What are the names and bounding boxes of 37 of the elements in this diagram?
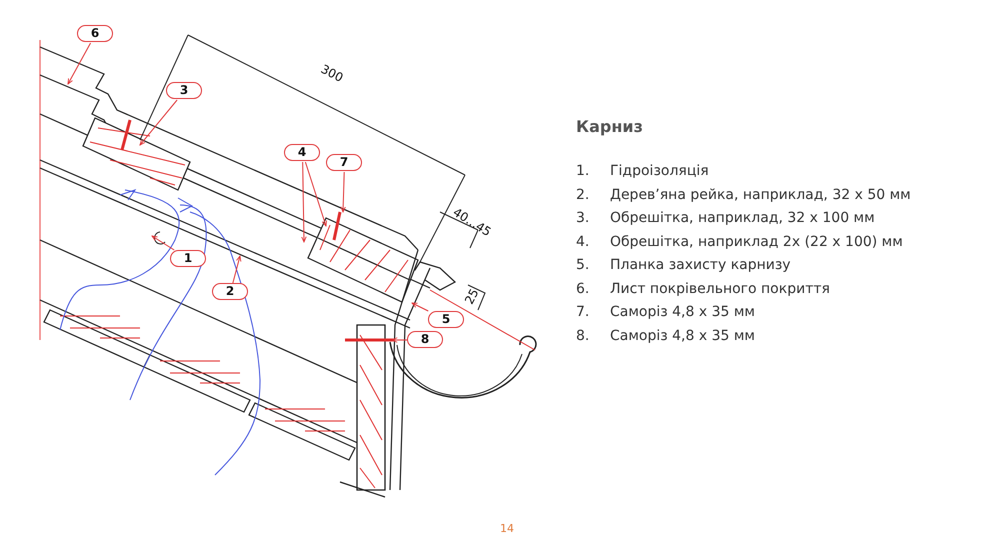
list-number: 1.	[576, 163, 590, 179]
list-item-text: Обрешітка, наприклад, 32 x 100 мм	[610, 210, 875, 226]
leader-line	[340, 172, 346, 212]
list-item-text: Обрешітка, наприклад 2x (22 x 100) мм	[610, 234, 903, 250]
list-item-text: Лист покрівельного покриття	[610, 280, 830, 296]
callout-number: 3	[166, 82, 202, 99]
leader-line	[392, 337, 408, 343]
dimension-label: 25	[462, 286, 482, 307]
list-item-text: Саморіз 4,8 x 35 мм	[610, 328, 755, 344]
list-number: 3.	[576, 210, 590, 226]
dimension-label: 300	[318, 62, 346, 85]
leader-line	[412, 302, 429, 312]
list-item-text: Дерев’яна рейка, наприклад, 32 x 50 мм	[610, 186, 911, 202]
leader-line	[152, 236, 175, 250]
list-number: 7.	[576, 304, 590, 320]
leader-line	[301, 162, 307, 242]
leader-line	[68, 42, 92, 84]
callout-number: 7	[326, 154, 362, 171]
callout-number: 4	[284, 144, 320, 161]
leader-line	[304, 162, 327, 226]
page-number: 14	[500, 522, 514, 535]
list-number: 4.	[576, 234, 590, 250]
list-number: 6.	[576, 280, 590, 296]
callout-number: 5	[428, 311, 464, 328]
callout-number: 6	[77, 25, 113, 42]
leader-line	[140, 100, 178, 146]
list-number: 8.	[576, 328, 590, 344]
leader-line	[232, 256, 242, 284]
title: Карниз	[576, 117, 643, 136]
list-item-text: Планка захисту карнизу	[610, 257, 791, 273]
list-number: 5.	[576, 257, 590, 273]
list-number: 2.	[576, 186, 590, 202]
list-item-text: Саморіз 4,8 x 35 мм	[610, 304, 755, 320]
callout-number: 2	[212, 283, 248, 300]
callout-number: 8	[407, 331, 443, 348]
callout-number: 1	[170, 250, 206, 267]
list-item-text: Гідроізоляція	[610, 163, 709, 179]
